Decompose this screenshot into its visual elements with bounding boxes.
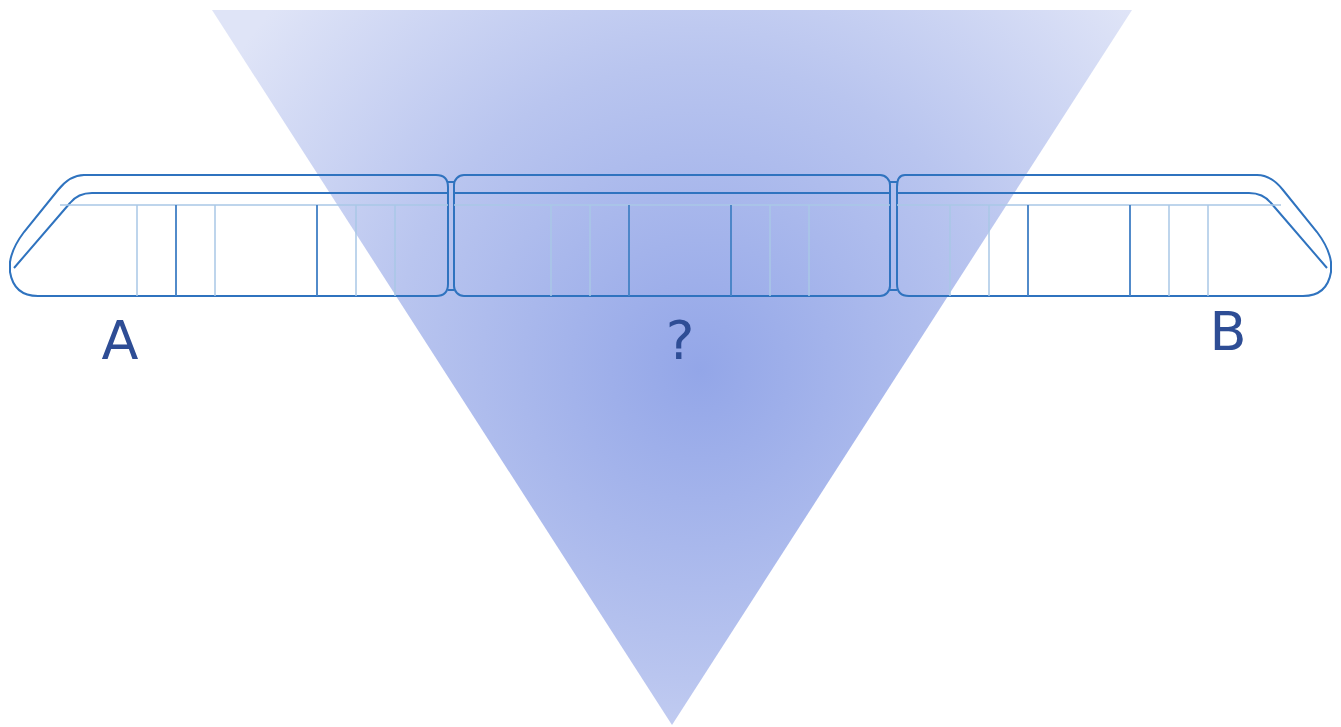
car-label: B — [1209, 305, 1246, 359]
light-cone — [212, 10, 1132, 725]
car-label: ? — [666, 314, 695, 368]
train — [10, 175, 1331, 296]
windows — [60, 205, 1281, 296]
car-label: A — [102, 314, 139, 368]
